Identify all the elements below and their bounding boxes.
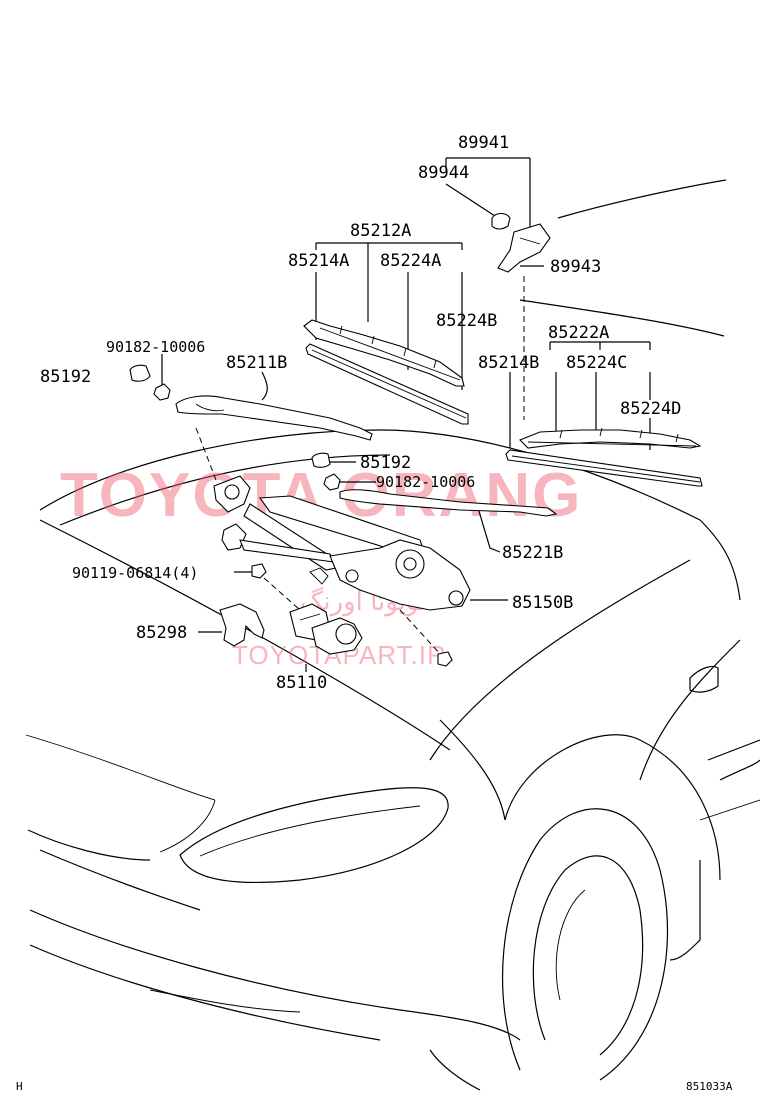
label-90119: 90119-06814(4) — [72, 564, 198, 582]
car-outline — [25, 179, 760, 1091]
label-85192-left: 85192 — [40, 367, 91, 387]
wiper-arm-passenger — [339, 489, 558, 517]
wiper-arm-cap-right — [311, 452, 331, 468]
label-90182-right: 90182-10006 — [376, 473, 475, 491]
label-85222A: 85222A — [548, 323, 609, 343]
label-85214A: 85214A — [288, 251, 349, 271]
nut-right — [323, 473, 341, 491]
washer-nozzle-cap — [491, 212, 511, 230]
label-85211B: 85211B — [226, 353, 287, 373]
label-85221B: 85221B — [502, 543, 563, 563]
label-89941: 89941 — [458, 133, 509, 153]
part-labels: 89941 89944 89943 85212A 85214A 85224A 8… — [40, 133, 681, 693]
wiper-motor — [289, 603, 363, 655]
bolt-lower — [437, 651, 453, 667]
label-90182-left: 90182-10006 — [106, 338, 205, 356]
motor-bracket — [219, 603, 265, 647]
label-85224A: 85224A — [380, 251, 441, 271]
label-89943: 89943 — [550, 257, 601, 277]
wiper-blade-passenger — [505, 427, 703, 487]
label-85212A: 85212A — [350, 221, 411, 241]
footer-illustration-code: 851033A — [686, 1080, 733, 1093]
label-85224C: 85224C — [566, 353, 627, 373]
wiper-arm-driver — [175, 395, 373, 441]
label-85224B: 85224B — [436, 311, 497, 331]
nut-left — [153, 383, 171, 401]
bolt-linkage — [251, 563, 267, 579]
wiper-arm-cap-left — [129, 364, 151, 382]
washer-nozzle — [497, 223, 551, 273]
footer-left-code: H — [16, 1080, 23, 1093]
label-85214B: 85214B — [478, 353, 539, 373]
leader-lines — [161, 157, 651, 672]
label-85110: 85110 — [276, 673, 327, 693]
label-89944: 89944 — [418, 163, 469, 183]
label-85224D: 85224D — [620, 399, 681, 419]
label-85298: 85298 — [136, 623, 187, 643]
wiper-parts — [129, 212, 703, 667]
wiper-linkage — [213, 475, 471, 611]
label-85150B: 85150B — [512, 593, 573, 613]
label-85192-right: 85192 — [360, 453, 411, 473]
wiper-blade-driver — [303, 319, 469, 425]
